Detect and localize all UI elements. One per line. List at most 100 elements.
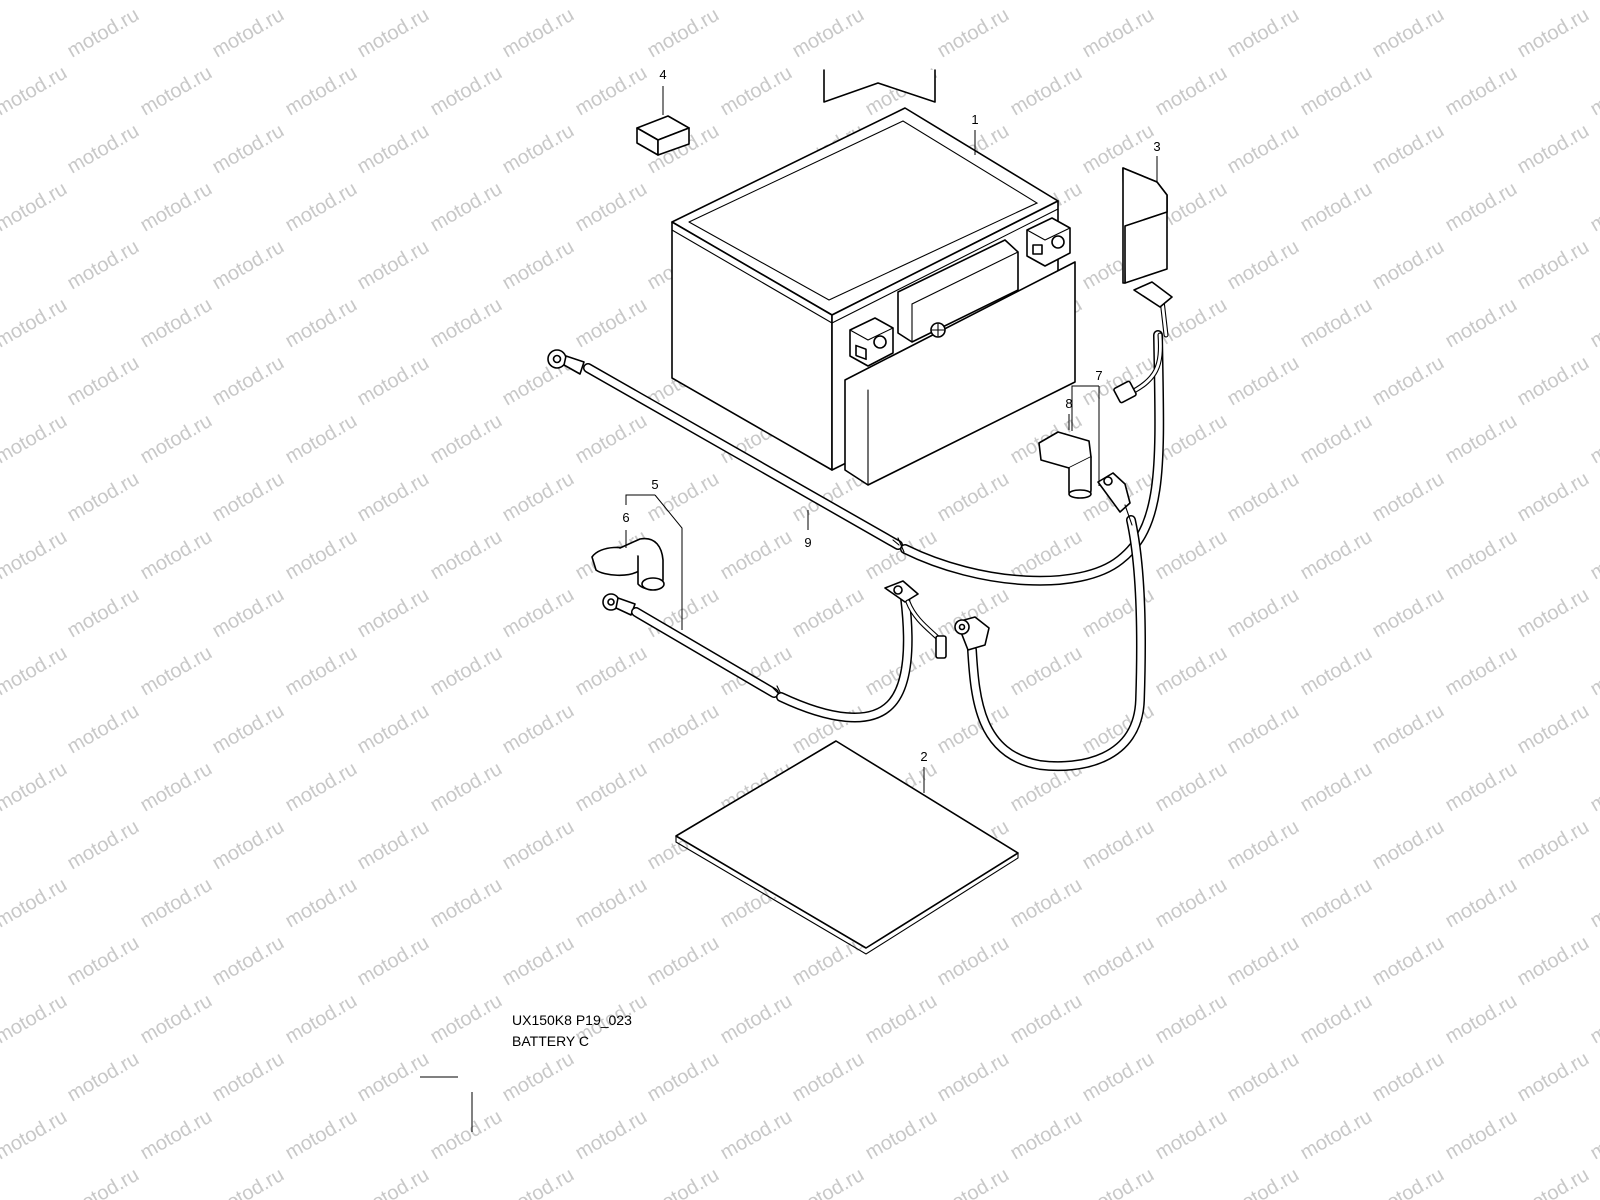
watermark-text: motod.ru [1007,0,1086,4]
watermark-text: motod.ru [717,1106,796,1165]
watermark-text: motod.ru [717,62,796,121]
battery-1[interactable] [671,69,1076,486]
callout-2: 2 [920,749,927,764]
watermark-text: motod.ru [572,0,651,4]
watermark-text: motod.ru [137,62,216,121]
watermark-text: motod.ru [427,758,506,817]
watermark-text: motod.ru [1587,410,1600,469]
watermark-text: motod.ru [1297,410,1376,469]
watermark-text: motod.ru [1152,874,1231,933]
watermark-text: motod.ru [427,0,506,4]
watermark-text: motod.ru [209,120,288,179]
watermark-text: motod.ru [934,468,1013,527]
watermark-text: motod.ru [572,178,651,237]
watermark-text: motod.ru [0,1106,71,1165]
watermark-text: motod.ru [572,410,651,469]
watermark-text: motod.ru [137,874,216,933]
watermark-text: motod.ru [1442,62,1521,121]
watermark-text: motod.ru [137,758,216,817]
watermark-text: motod.ru [644,1048,723,1107]
watermark-text: motod.ru [1079,932,1158,991]
watermark-text: motod.ru [1079,816,1158,875]
watermark-text: motod.ru [1297,1106,1376,1165]
watermark-text: motod.ru [137,410,216,469]
watermark-text: motod.ru [1587,758,1600,817]
watermark-text: motod.ru [1442,990,1521,1049]
watermark-text: motod.ru [0,178,71,237]
watermark-text: motod.ru [1514,120,1593,179]
watermark-text: motod.ru [499,468,578,527]
watermark-text: motod.ru [0,758,71,817]
watermark-text: motod.ru [0,874,71,933]
watermark-text: motod.ru [0,294,71,353]
watermark-text: motod.ru [934,1048,1013,1107]
watermark-text: motod.ru [789,1164,868,1200]
watermark-text: motod.ru [717,526,796,585]
callout-4: 4 [659,67,666,82]
watermark-text: motod.ru [644,1164,723,1200]
watermark-text: motod.ru [282,642,361,701]
watermark-text: motod.ru [1587,294,1600,353]
watermark-text: motod.ru [137,990,216,1049]
watermark-text: motod.ru [282,294,361,353]
watermark-text: motod.ru [499,584,578,643]
watermark-text: motod.ru [137,526,216,585]
watermark-text: motod.ru [1369,352,1448,411]
watermark-text: motod.ru [1152,990,1231,1049]
watermark-text: motod.ru [1369,468,1448,527]
watermark-text: motod.ru [1007,990,1086,1049]
watermark-text: motod.ru [1224,1048,1303,1107]
watermark-text: motod.ru [209,932,288,991]
watermark-text: motod.ru [789,4,868,63]
battery-cable-9[interactable] [547,281,1173,586]
watermark-text: motod.ru [644,700,723,759]
watermark-text: motod.ru [862,1106,941,1165]
watermark-text: motod.ru [1224,932,1303,991]
watermark-text: motod.ru [1079,1048,1158,1107]
watermark-text: motod.ru [354,352,433,411]
callout-9: 9 [804,535,811,550]
watermark-text: motod.ru [1224,4,1303,63]
watermark-text: motod.ru [137,1106,216,1165]
watermark-text: motod.ru [1369,1164,1448,1200]
watermark-text: motod.ru [1587,526,1600,585]
watermark-text: motod.ru [1152,0,1231,4]
watermark-text: motod.ru [1007,642,1086,701]
watermark-text: motod.ru [64,700,143,759]
watermark-text: motod.ru [1442,758,1521,817]
watermark-text: motod.ru [64,816,143,875]
watermark-text: motod.ru [1587,990,1600,1049]
battery-cable-7[interactable] [954,472,1147,772]
watermark-text: motod.ru [282,990,361,1049]
watermark-text: motod.ru [1224,468,1303,527]
watermark-text: motod.ru [1442,178,1521,237]
watermark-text: motod.ru [209,352,288,411]
watermark-text: motod.ru [1587,178,1600,237]
watermark-text: motod.ru [427,874,506,933]
watermark-text: motod.ru [789,1048,868,1107]
callout-6: 6 [622,510,629,525]
watermark-text: motod.ru [644,932,723,991]
watermark-text: motod.ru [1297,758,1376,817]
watermark-text: motod.ru [1587,0,1600,4]
callout-leaders [625,86,1158,793]
watermark-text: motod.ru [1297,990,1376,1049]
terminal-cover-3[interactable] [1122,167,1168,284]
terminal-cap-6[interactable] [591,537,665,591]
watermark-text: motod.ru [572,62,651,121]
watermark-text: motod.ru [64,1048,143,1107]
cushion-4[interactable] [636,115,690,156]
watermark-text: motod.ru [1297,294,1376,353]
watermark-text: motod.ru [1224,236,1303,295]
terminal-cap-8[interactable] [1038,431,1092,499]
section-title: BATTERY C [512,1033,590,1049]
watermark-text: motod.ru [64,468,143,527]
callout-5: 5 [651,477,658,492]
watermark-text: motod.ru [427,294,506,353]
watermark-text: motod.ru [1007,874,1086,933]
watermark-text: motod.ru [499,700,578,759]
battery-cable-5[interactable] [602,580,947,723]
watermark-text: motod.ru [427,1106,506,1165]
battery-pad[interactable] [675,740,1019,955]
watermark-text: motod.ru [572,758,651,817]
